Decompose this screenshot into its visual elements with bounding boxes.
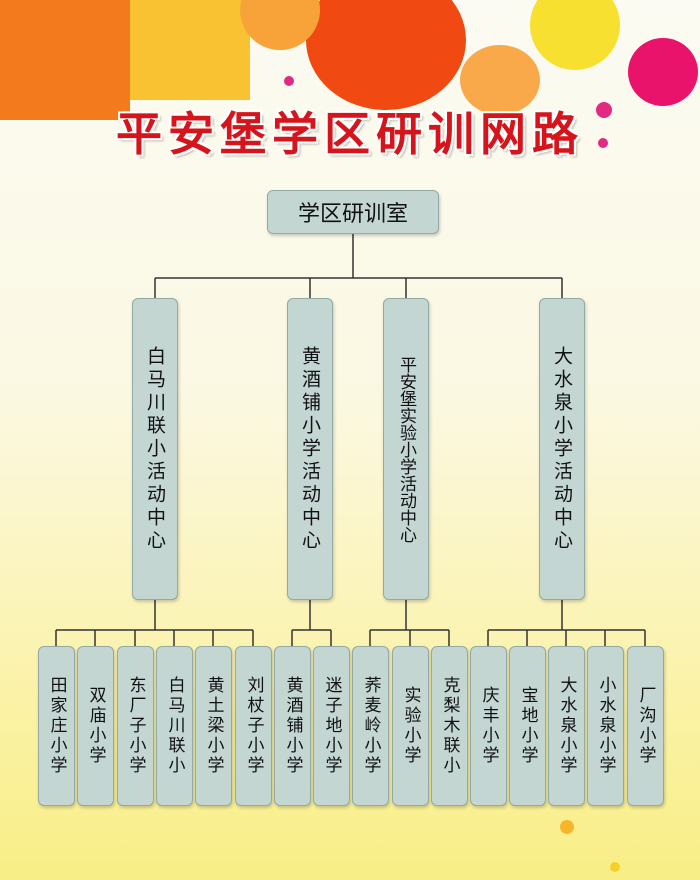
- school-node: 厂沟小学: [627, 646, 664, 806]
- school-node: 克梨木联小: [431, 646, 468, 806]
- decor-dot-pink-2: [598, 138, 608, 148]
- school-node: 东厂子小学: [117, 646, 154, 806]
- school-node: 荞麦岭小学: [352, 646, 389, 806]
- school-node: 庆丰小学: [470, 646, 507, 806]
- school-node: 大水泉小学: [548, 646, 585, 806]
- center-node-pinganbao: 平安堡实验小学活动中心: [383, 298, 429, 600]
- decor-circle-magenta: [628, 38, 698, 106]
- school-node: 迷子地小学: [313, 646, 350, 806]
- school-node: 实验小学: [392, 646, 429, 806]
- decor-circle-light-orange: [460, 45, 540, 115]
- decor-dot-pink-3: [284, 76, 294, 86]
- school-node: 黄酒铺小学: [274, 646, 311, 806]
- decor-dot-orange: [560, 820, 574, 834]
- center-node-dashuiquan: 大水泉小学活动中心: [539, 298, 585, 600]
- center-node-huangjiupu: 黄酒铺小学活动中心: [287, 298, 333, 600]
- root-node: 学区研训室: [267, 190, 439, 234]
- school-node: 黄土梁小学: [195, 646, 232, 806]
- decor-circle-red: [306, 0, 466, 110]
- decor-orange-band: [0, 0, 130, 120]
- school-node: 宝地小学: [509, 646, 546, 806]
- decor-yellow-band: [130, 0, 250, 100]
- school-node: 小水泉小学: [587, 646, 624, 806]
- decor-dot-yellow: [610, 862, 620, 872]
- school-node: 田家庄小学: [38, 646, 75, 806]
- page-title: 平安堡学区研训网路: [116, 107, 584, 161]
- school-node: 白马川联小: [156, 646, 193, 806]
- school-node: 双庙小学: [77, 646, 114, 806]
- school-node: 刘杖子小学: [235, 646, 272, 806]
- decor-dot-pink: [596, 102, 612, 118]
- center-node-baimachuan: 白马川联小活动中心: [132, 298, 178, 600]
- decor-circle-yellow: [530, 0, 620, 70]
